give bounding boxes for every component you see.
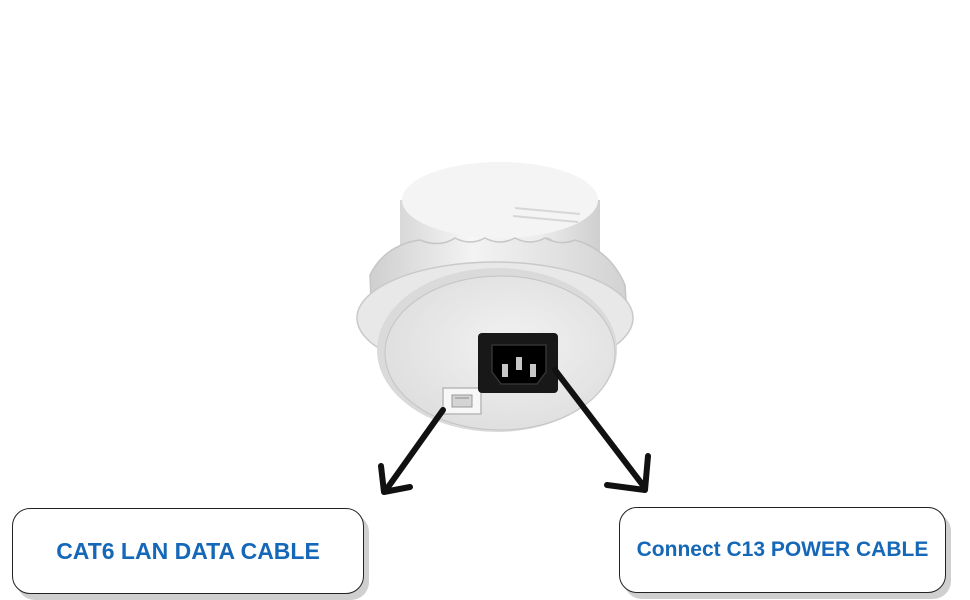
lan-cable-label: CAT6 LAN DATA CABLE (56, 537, 320, 564)
lan-cable-label-box: CAT6 LAN DATA CABLE (12, 508, 364, 594)
arrow-to-power-label (552, 367, 651, 493)
power-cable-label: Connect C13 POWER CABLE (636, 538, 929, 561)
power-inlet-icon (478, 333, 558, 393)
ethernet-port-icon (442, 387, 482, 415)
power-cable-label-box: Connect C13 POWER CABLE (619, 507, 946, 593)
arrow-to-lan-label (378, 407, 446, 495)
